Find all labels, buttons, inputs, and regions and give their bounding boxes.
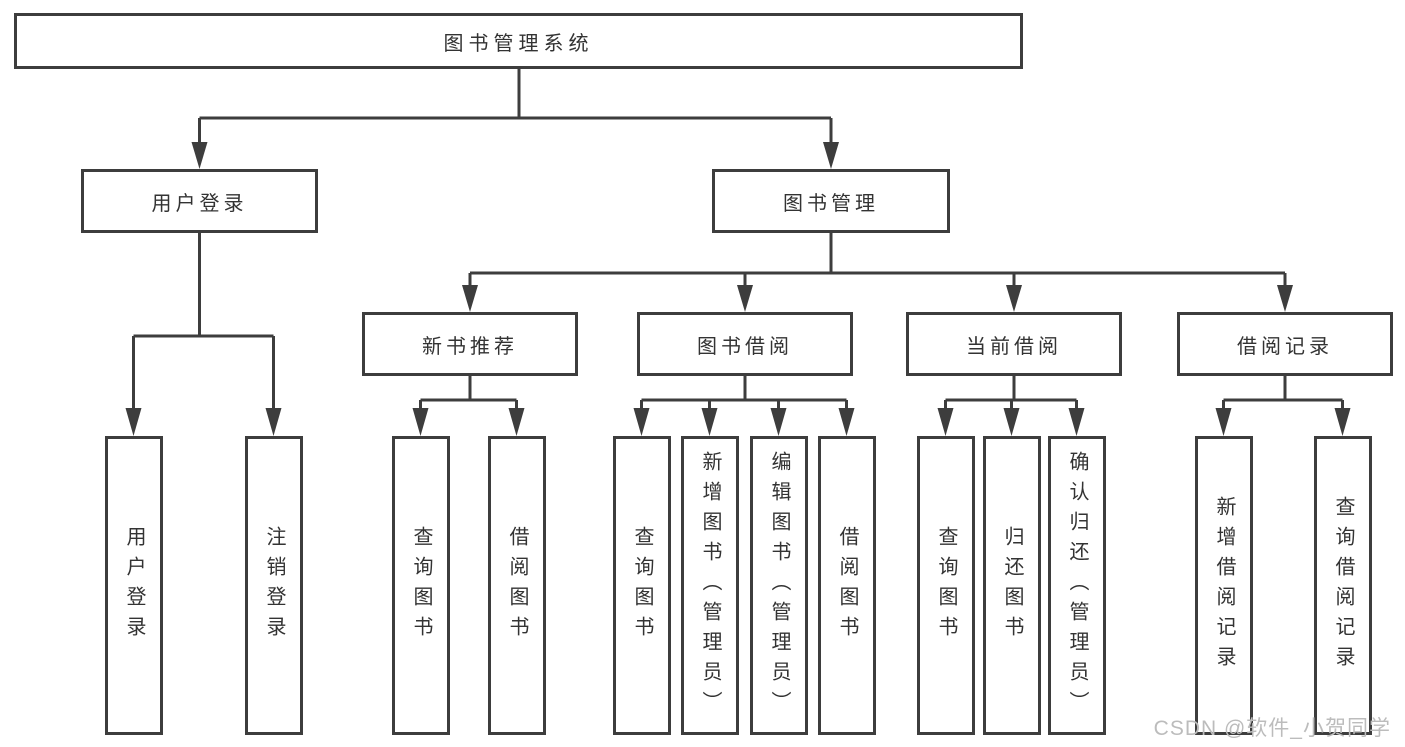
node-borrow-records: 借阅记录	[1177, 312, 1393, 376]
arrowhead	[937, 408, 954, 436]
node-label: 新书推荐	[422, 335, 518, 358]
node-leaf-add-book-admin: 新增图书（管理员）	[681, 436, 739, 735]
arrowhead	[1068, 408, 1085, 436]
node-label: 用户登录	[151, 192, 248, 215]
node-label: 查询借阅记录	[1332, 495, 1354, 676]
arrowhead	[838, 408, 855, 436]
node-label: 查询图书	[631, 525, 653, 646]
arrowhead	[737, 285, 753, 312]
connector-current-borrow	[944, 376, 1078, 410]
node-label: 归还图书	[1001, 525, 1023, 646]
connector-user-login-branch	[132, 233, 275, 410]
node-label: 注销登录	[263, 525, 285, 646]
node-new-book-recommend: 新书推荐	[362, 312, 578, 376]
csdn-watermark: CSDN @软件_小贺同学	[1153, 717, 1391, 740]
node-leaf-edit-book-admin: 编辑图书（管理员）	[750, 436, 808, 735]
arrowhead	[770, 408, 787, 436]
arrowhead	[265, 408, 282, 436]
node-leaf-add-borrow-record: 新增借阅记录	[1195, 436, 1253, 735]
node-user-login-branch: 用户登录	[81, 169, 318, 233]
arrowhead	[1277, 285, 1293, 312]
node-leaf-query-borrow-record: 查询借阅记录	[1314, 436, 1372, 735]
arrowhead	[462, 285, 478, 312]
node-leaf-return-book: 归还图书	[983, 436, 1041, 735]
node-label: 借阅记录	[1237, 335, 1333, 358]
node-label: 借阅图书	[506, 525, 528, 646]
node-label: 图书管理	[783, 192, 879, 215]
node-leaf-query-books-2: 查询图书	[613, 436, 671, 735]
node-label: 新增借阅记录	[1213, 495, 1235, 676]
arrowhead	[1334, 408, 1351, 436]
node-book-management: 图书管理	[712, 169, 950, 233]
node-label: 当前借阅	[966, 335, 1062, 358]
node-label: 图书借阅	[697, 335, 793, 358]
node-leaf-borrow-books-2: 借阅图书	[818, 436, 876, 735]
arrowhead	[701, 408, 718, 436]
arrowhead	[191, 142, 208, 169]
node-label: 借阅图书	[836, 525, 858, 646]
node-leaf-query-books-1: 查询图书	[392, 436, 450, 735]
arrowhead	[1215, 408, 1232, 436]
arrowhead	[633, 408, 650, 436]
node-label: 确认归还（管理员）	[1066, 450, 1088, 721]
node-label: 查询图书	[410, 525, 432, 646]
connector-new-book-recommend	[419, 376, 518, 410]
connector-root-to-level2	[198, 69, 833, 144]
connector-management-to-level3	[468, 233, 1287, 286]
node-leaf-user-login: 用户登录	[105, 436, 163, 735]
node-current-borrow: 当前借阅	[906, 312, 1122, 376]
node-root-system: 图书管理系统	[14, 13, 1023, 69]
node-label: 编辑图书（管理员）	[768, 450, 790, 721]
connector-book-borrow	[640, 376, 848, 410]
node-label: 图书管理系统	[443, 32, 594, 55]
arrowhead	[125, 408, 142, 436]
node-leaf-borrow-books-1: 借阅图书	[488, 436, 546, 735]
arrowhead	[508, 408, 525, 436]
arrowhead	[1006, 285, 1022, 312]
node-leaf-confirm-return-admin: 确认归还（管理员）	[1048, 436, 1106, 735]
arrowhead	[412, 408, 429, 436]
node-book-borrow: 图书借阅	[637, 312, 853, 376]
arrowhead	[823, 142, 839, 169]
node-label: 查询图书	[935, 525, 957, 646]
arrowhead	[1003, 408, 1020, 436]
node-leaf-logout: 注销登录	[245, 436, 303, 735]
node-leaf-query-books-3: 查询图书	[917, 436, 975, 735]
node-label: 新增图书（管理员）	[699, 450, 721, 721]
node-label: 用户登录	[123, 525, 145, 646]
connector-borrow-records	[1222, 376, 1344, 410]
